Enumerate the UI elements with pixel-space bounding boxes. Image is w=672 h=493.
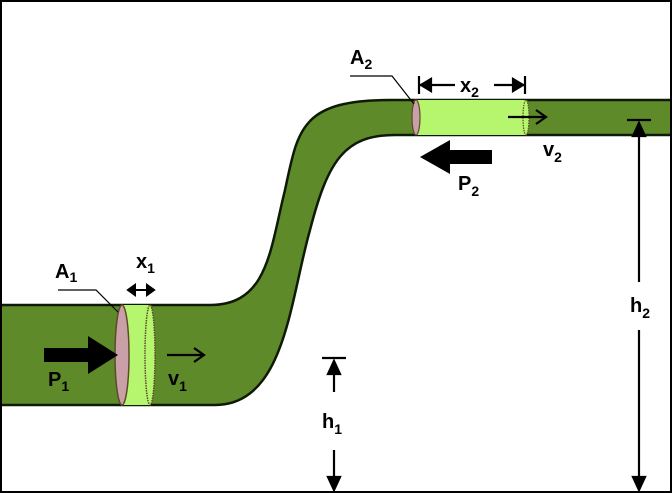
velocity-arrow-2-icon [508, 109, 548, 125]
velocity-arrow-1-icon [167, 347, 206, 363]
pipe [0, 98, 672, 407]
leader-line-A1 [58, 289, 119, 313]
label-A1: A1 [55, 261, 77, 285]
length-arrow-2-icon [417, 76, 527, 94]
height-arrow-2-icon [627, 118, 651, 493]
label-A2: A2 [350, 47, 372, 72]
label-P1: P1 [48, 369, 69, 394]
label-v1: v1 [168, 368, 187, 394]
label-v2: v2 [543, 139, 562, 165]
cross-section-A2 [411, 99, 421, 136]
pressure-arrow-2-icon [420, 140, 492, 174]
label-h2: h2 [630, 295, 650, 321]
height-arrow-1-icon [322, 356, 346, 493]
fluid-volume-1-end [144, 304, 156, 406]
label-h1: h1 [322, 411, 342, 437]
fluid-segment-1 [114, 304, 156, 406]
label-x2: x2 [460, 75, 479, 100]
fluid-volume-2 [416, 100, 526, 135]
length-arrow-1-icon [126, 283, 156, 297]
leader-line-A2 [350, 75, 415, 105]
label-x1: x1 [136, 251, 155, 276]
label-P2: P2 [458, 173, 479, 199]
pressure-arrow-1-icon [44, 336, 118, 374]
